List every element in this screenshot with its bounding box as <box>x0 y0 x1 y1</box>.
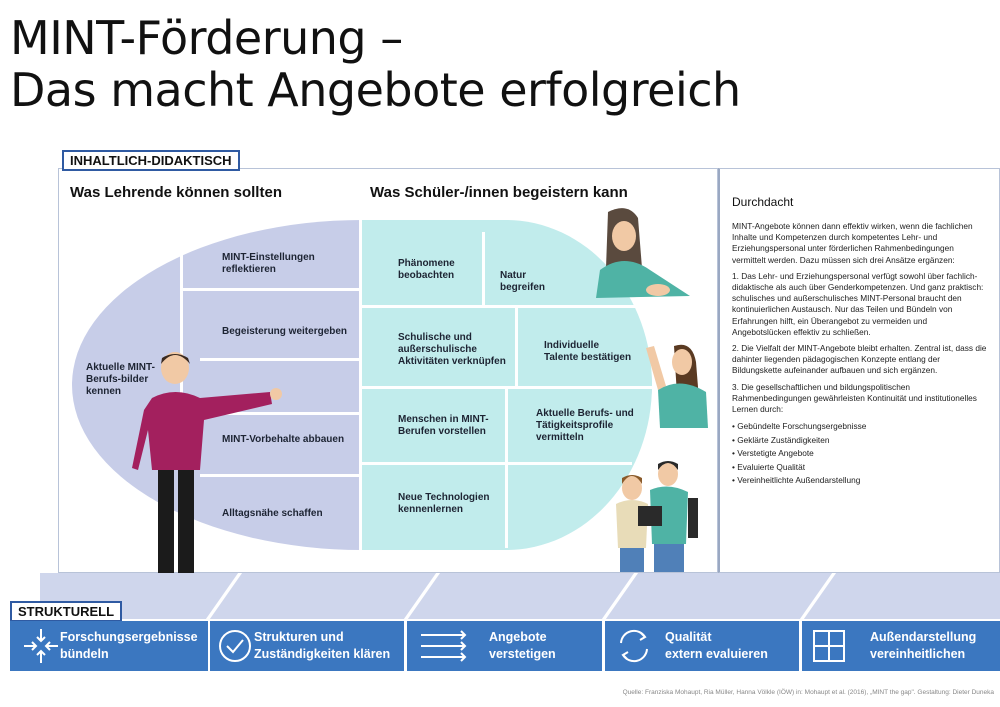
bar-label-3b: verstetigen <box>489 647 556 661</box>
bar-label-1b: bündeln <box>60 647 109 661</box>
sidebar-bullet: • Evaluierte Qualität <box>732 461 806 472</box>
structural-floor <box>40 573 1000 619</box>
refresh-icon <box>620 629 648 663</box>
bar-label-4b: extern evaluieren <box>665 647 768 661</box>
sidebar-durchdacht: Durchdacht MINT-Angebote können dann eff… <box>718 168 1000 573</box>
piece-left-5: Alltagsnähe schaffen <box>222 508 323 519</box>
bar-forschung: Forschungsergebnisse bündeln <box>10 621 208 671</box>
puzzle-seam <box>200 358 360 361</box>
sidebar-bullets: • Gebündelte Forschungsergebnisse • Gekl… <box>732 420 987 488</box>
piece-left-4: MINT-Vorbehalte abbauen <box>222 434 345 445</box>
page-title: MINT-Förderung – Das macht Angebote erfo… <box>10 12 741 116</box>
piece-right-7: Neue Technologien kennenlernen <box>398 492 490 515</box>
sidebar-bullet: • Geklärte Zuständigkeiten <box>732 434 830 445</box>
puzzle-seam <box>362 462 632 465</box>
puzzle-seam <box>362 386 652 389</box>
sidebar-bullet: • Vereinheitlichte Außendarstellung <box>732 475 861 486</box>
bar-strukturen: Strukturen und Zuständigkeiten klären <box>210 621 404 671</box>
tag-inhaltlich: INHALTLICH-DIDAKTISCH <box>62 150 240 171</box>
piece-right-3: Schulische und außerschulische Aktivität… <box>398 332 506 367</box>
column-head-right: Was Schüler-/innen begeistern kann <box>370 184 628 201</box>
arrows-in-icon <box>24 629 58 663</box>
column-head-left: Was Lehrende können sollten <box>70 184 282 201</box>
check-circle-icon <box>219 630 251 662</box>
bar-label-1a: Forschungsergebnisse <box>60 630 198 644</box>
tag-strukturell: STRUKTURELL <box>10 601 123 622</box>
piece-right-4: Individuelle Talente bestätigen <box>544 340 632 363</box>
piece-right-1: Phänomene beobachten <box>398 258 455 281</box>
bar-label-5b: vereinheitlichen <box>870 647 966 661</box>
piece-right-2: Natur begreifen <box>500 270 546 293</box>
piece-left-1: MINT-Einstellungen reflektieren <box>222 252 315 275</box>
bar-label-4a: Qualität <box>665 630 712 644</box>
sidebar-point-3: 3. Die gesellschaftlichen und bildungspo… <box>732 381 977 415</box>
sidebar-intro: MINT-Angebote können dann effektiv wirke… <box>732 221 973 265</box>
sidebar-point-1: 1. Das Lehr- und Erziehungspersonal verf… <box>732 270 984 337</box>
grid-icon <box>813 630 845 662</box>
bar-label-2a: Strukturen und <box>254 630 344 644</box>
puzzle-seam <box>362 305 642 308</box>
puzzle-divider <box>359 220 362 550</box>
arrows-right-icon <box>421 630 467 662</box>
bar-qualitaet: Qualität extern evaluieren <box>605 621 799 671</box>
student-raising-hand-illustration <box>646 344 708 428</box>
title-line-1: MINT-Förderung – <box>10 11 403 65</box>
teacher-illustration <box>132 352 282 591</box>
piece-right-6: Aktuelle Berufs- und Tätigkeitsprofile v… <box>536 408 634 443</box>
content-frame <box>58 168 718 573</box>
puzzle-seam <box>482 232 485 308</box>
puzzle-seam <box>505 388 508 548</box>
puzzle-seam <box>515 306 518 388</box>
bar-aussendarstellung: Außendarstellung vereinheitlichen <box>802 621 1000 671</box>
sidebar-heading: Durchdacht <box>732 195 794 209</box>
puzzle-seam <box>200 474 360 477</box>
bar-label-2b: Zuständigkeiten klären <box>254 647 391 661</box>
bar-label-3a: Angebote <box>489 630 547 644</box>
puzzle-seam <box>210 412 360 415</box>
puzzle-seam <box>180 240 183 530</box>
student-writing-illustration <box>596 208 690 298</box>
sidebar-point-2: 2. Die Vielfalt der MINT-Angebote bleibt… <box>732 343 987 376</box>
source-credit: Quelle: Franziska Mohaupt, Ria Müller, H… <box>622 689 994 696</box>
piece-left-2: Begeisterung weitergeben <box>222 326 348 337</box>
title-line-2: Das macht Angebote erfolgreich <box>10 63 741 117</box>
sidebar-bullet: • Verstetigte Angebote <box>732 448 814 459</box>
piece-right-5: Menschen in MINT-Berufen vorstellen <box>398 414 489 437</box>
bar-label-5a: Außendarstellung <box>870 630 977 644</box>
sidebar-bullet: • Gebündelte Forschungsergebnisse <box>732 421 867 432</box>
students-pair-illustration <box>616 461 698 572</box>
piece-left-3: Aktuelle MINT-Berufs-bilder kennen <box>86 362 155 397</box>
puzzle-seam <box>180 288 360 291</box>
bar-angebote: Angebote verstetigen <box>407 621 602 671</box>
